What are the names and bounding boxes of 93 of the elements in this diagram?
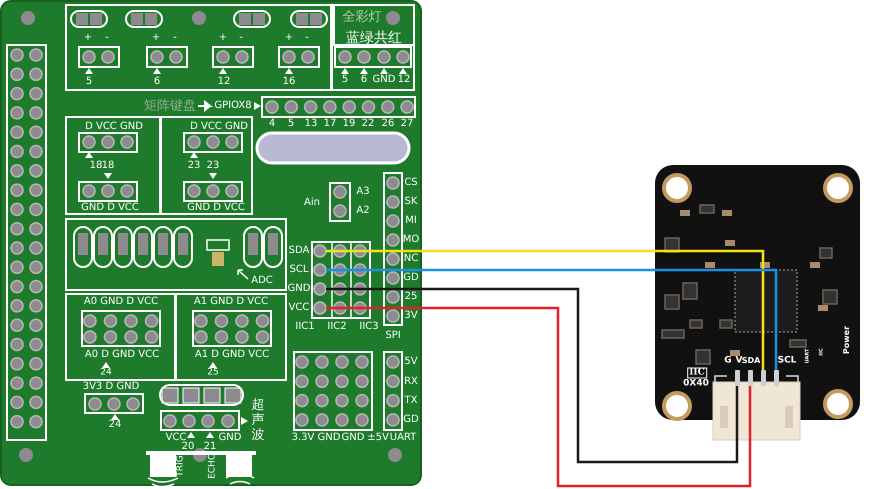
silkscreen-label: GND (218, 433, 242, 443)
silkscreen-label: 3V3 D GND (82, 382, 140, 392)
pin-label: G (724, 356, 732, 366)
silkscreen-label: 23 (206, 161, 220, 171)
silkscreen-label: A0 GND D VCC (84, 297, 158, 307)
silkscreen-label: - (173, 33, 177, 43)
silkscreen-label: ±5V (367, 433, 389, 443)
silkscreen-label: + (284, 33, 294, 43)
silkscreen-label: GD (403, 273, 419, 283)
silkscreen-label: + (152, 33, 160, 43)
wire (326, 250, 764, 370)
silkscreen-label: + (84, 33, 92, 43)
silkscreen-label: 5 (342, 75, 348, 85)
silkscreen-label: 矩阵键盘 (144, 100, 196, 112)
silkscreen-label: 5 (86, 77, 92, 87)
silkscreen-label: 6 (360, 75, 368, 85)
silkscreen-label: 全彩灯 (342, 10, 382, 24)
connector-pin (760, 370, 766, 386)
silkscreen-label: SK (404, 197, 418, 207)
silkscreen-label: GND (288, 284, 310, 294)
silkscreen-label: GND (372, 75, 396, 85)
silkscreen-label: GD (403, 415, 419, 425)
silkscreen-label: 21 (204, 442, 216, 452)
silkscreen-label: + (218, 33, 228, 43)
silkscreen-label: RX (404, 377, 418, 387)
silkscreen-label: D VCC GND (85, 122, 143, 132)
silkscreen-label: 26 (382, 119, 394, 129)
silkscreen-label: 6 (154, 77, 160, 87)
silkscreen-label: GND (318, 433, 340, 443)
silkscreen-label: 25 (404, 292, 418, 302)
silkscreen-label: 24 (100, 368, 112, 378)
silkscreen-label: SPI (385, 331, 401, 341)
silkscreen-label: 超声波 (252, 398, 264, 444)
pin-label: Power (843, 326, 851, 354)
connector-pin (734, 370, 740, 386)
silkscreen-label: VCC (166, 433, 186, 443)
pin-label: SDA (742, 357, 760, 365)
wire (326, 268, 778, 370)
silkscreen-label: TRIG (176, 455, 186, 477)
silkscreen-label: 16 (282, 77, 296, 87)
wire (326, 306, 752, 488)
silkscreen-label: 18 (90, 161, 102, 171)
silkscreen-label: 22 (362, 119, 374, 129)
silkscreen-label: 13 (304, 119, 318, 129)
silkscreen-label: 12 (398, 75, 410, 85)
wire (326, 288, 738, 464)
connector-pin (748, 370, 752, 386)
silkscreen-label: - (305, 33, 309, 43)
silkscreen-label: MI (405, 216, 417, 226)
silkscreen-label: TX (404, 396, 418, 406)
silkscreen-label: IIC1 (295, 322, 315, 332)
pin-label: SCL (778, 356, 796, 366)
silkscreen-label: IIC2 (327, 322, 347, 332)
pin-label: V (736, 356, 742, 366)
silkscreen-label: 5 (288, 119, 294, 129)
silkscreen-label: Ain (304, 198, 320, 208)
silkscreen-label: GPIOX8 (214, 101, 252, 111)
silkscreen-label: 5V (404, 357, 418, 367)
silkscreen-label: 18 (102, 161, 114, 171)
silkscreen-label: 24 (108, 420, 122, 430)
silkscreen-label: A1 GND D VCC (194, 297, 268, 307)
silkscreen-label: ADC (251, 276, 273, 286)
silkscreen-label: 4 (268, 119, 276, 129)
silkscreen-label: SDA (288, 246, 310, 256)
silkscreen-label: A0 D GND VCC (84, 350, 160, 360)
silkscreen-label: VCC (288, 303, 310, 313)
pin-label: 0X40 (683, 380, 709, 388)
silkscreen-label: IIC3 (359, 322, 379, 332)
silkscreen-label: 19 (342, 119, 356, 129)
silkscreen-label: NC (404, 254, 418, 264)
silkscreen-label: 3V (404, 311, 418, 321)
silkscreen-label: 27 (400, 119, 414, 129)
silkscreen-label: 23 (188, 161, 200, 171)
connector-pin (774, 370, 778, 386)
silkscreen-label: MO (402, 235, 420, 245)
silkscreen-label: GND D VCC (187, 203, 245, 213)
silkscreen-label: D VCC GND (190, 122, 248, 132)
silkscreen-label: GND (342, 433, 364, 443)
silkscreen-label: 17 (324, 119, 336, 129)
silkscreen-label: UART (390, 433, 416, 443)
silkscreen-label: SCL (290, 265, 308, 275)
silkscreen-label: CS (404, 178, 418, 188)
silkscreen-label: A1 D GND VCC (194, 350, 270, 360)
silkscreen-label: A3 (356, 187, 370, 197)
silkscreen-label: 蓝绿共红 (346, 31, 402, 45)
silkscreen-label: - (105, 33, 109, 43)
silkscreen-label: - (239, 33, 243, 43)
silkscreen-label: 25 (207, 368, 219, 378)
silkscreen-label: 12 (218, 77, 230, 87)
silkscreen-label: GND D VCC (81, 203, 139, 213)
silkscreen-label: A2 (356, 206, 370, 216)
silkscreen-label: 3.3V (292, 433, 314, 443)
silkscreen-label: 20 (182, 442, 194, 452)
